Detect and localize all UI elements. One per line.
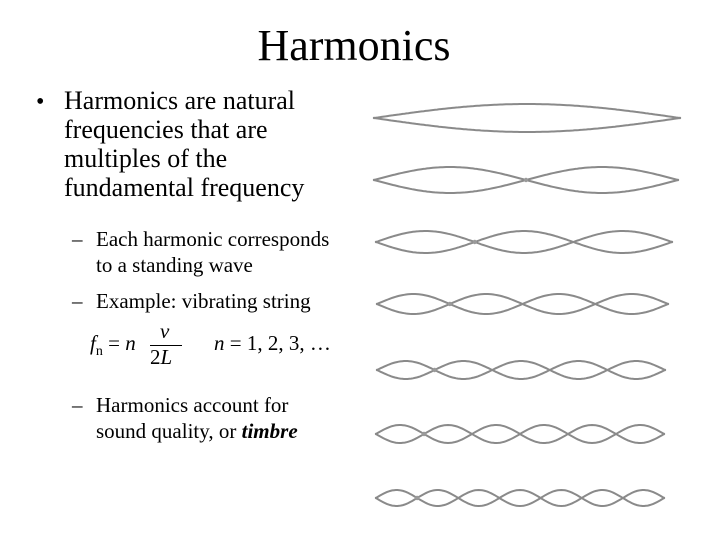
formula-equals: = (102, 331, 126, 355)
harmonic-5-right-end (663, 368, 667, 372)
main-bullet: Harmonics are natural frequencies that a… (64, 86, 364, 202)
formula-denominator-2: 2 (150, 345, 161, 369)
harmonic-7-node (414, 495, 420, 501)
formula-numerator: v (160, 319, 170, 343)
harmonic-4-lower-envelope (376, 293, 669, 315)
sub-bullet-1-line-2: to a standing wave (96, 253, 253, 277)
sub-bullet-3: Harmonics account for sound quality, or … (96, 392, 386, 444)
harmonic-4-node (447, 301, 452, 307)
formula-denominator: 2L (150, 344, 172, 370)
harmonic-7-wave (374, 488, 666, 508)
sub-bullet-1-dash: – (72, 227, 83, 251)
harmonic-1-right-end (678, 116, 682, 120)
harmonic-3-wave (374, 230, 674, 254)
sub-bullet-1: Each harmonic corresponds to a standing … (96, 226, 386, 278)
bullet-marker: • (36, 89, 45, 115)
harmonic-2-node (523, 177, 529, 183)
harmonic-5-left-end (375, 368, 379, 372)
sub-bullet-3-line-2: sound quality, or timbre (96, 418, 386, 444)
sub-bullet-3-line-2-text: sound quality, or (96, 419, 242, 443)
harmonic-4-left-end (375, 302, 379, 306)
harmonic-6-right-end (662, 432, 666, 436)
harmonic-1-upper-envelope (373, 103, 681, 119)
harmonic-4-wave (375, 293, 670, 315)
harmonic-2-right-end (676, 178, 680, 182)
sub-bullet-3-dash: – (72, 393, 83, 417)
main-bullet-line-1: Harmonics are natural (64, 86, 296, 115)
sub-bullet-3-line-1: Harmonics account for (96, 393, 289, 417)
harmonic-1-left-end (372, 116, 376, 120)
harmonic-3-node (472, 239, 477, 245)
harmonic-3-right-end (670, 240, 674, 244)
slide-title: Harmonics (257, 21, 451, 70)
harmonic-5-node (432, 367, 437, 373)
formula-n: n (125, 331, 136, 355)
timbre-emphasis: timbre (241, 419, 298, 443)
sub-bullet-1-line-1: Each harmonic corresponds (96, 227, 330, 251)
formula-fraction-bar (150, 345, 182, 346)
formula-range-n: n (214, 331, 225, 355)
main-bullet-line-2: frequencies that are (64, 115, 268, 144)
harmonic-3-upper-envelope (375, 230, 673, 254)
harmonic-7-right-end (662, 496, 666, 500)
harmonic-6-left-end (374, 432, 378, 436)
main-bullet-line-3: multiples of the (64, 144, 228, 173)
formula-f: f (90, 331, 96, 355)
harmonic-2-wave (372, 166, 680, 194)
harmonic-1-wave (372, 103, 682, 133)
main-bullet-line-4: fundamental frequency (64, 173, 305, 202)
sub-bullet-2: Example: vibrating string (96, 289, 311, 313)
harmonic-3-lower-envelope (375, 230, 673, 254)
harmonic-1-lower-envelope (373, 117, 681, 133)
harmonic-6-wave (374, 423, 666, 445)
harmonic-7-upper-envelope (375, 488, 665, 508)
harmonic-5-wave (375, 360, 667, 380)
harmonic-5-upper-envelope (376, 360, 666, 380)
harmonic-7-left-end (374, 496, 378, 500)
harmonic-3-left-end (374, 240, 378, 244)
formula-denominator-L: L (160, 345, 173, 369)
harmonic-6-lower-envelope (375, 423, 665, 445)
harmonic-5-lower-envelope (376, 360, 666, 380)
formula-range: n = 1, 2, 3, … (214, 330, 331, 356)
formula-lhs: fn = n (90, 330, 136, 360)
harmonic-4-right-end (666, 302, 670, 306)
harmonic-2-left-end (372, 178, 376, 182)
formula-range-values: = 1, 2, 3, … (224, 331, 331, 355)
harmonic-7-lower-envelope (375, 488, 665, 508)
harmonic-6-node (421, 431, 427, 437)
formula-f-subscript: n (95, 344, 103, 359)
sub-bullet-2-dash: – (72, 289, 83, 313)
